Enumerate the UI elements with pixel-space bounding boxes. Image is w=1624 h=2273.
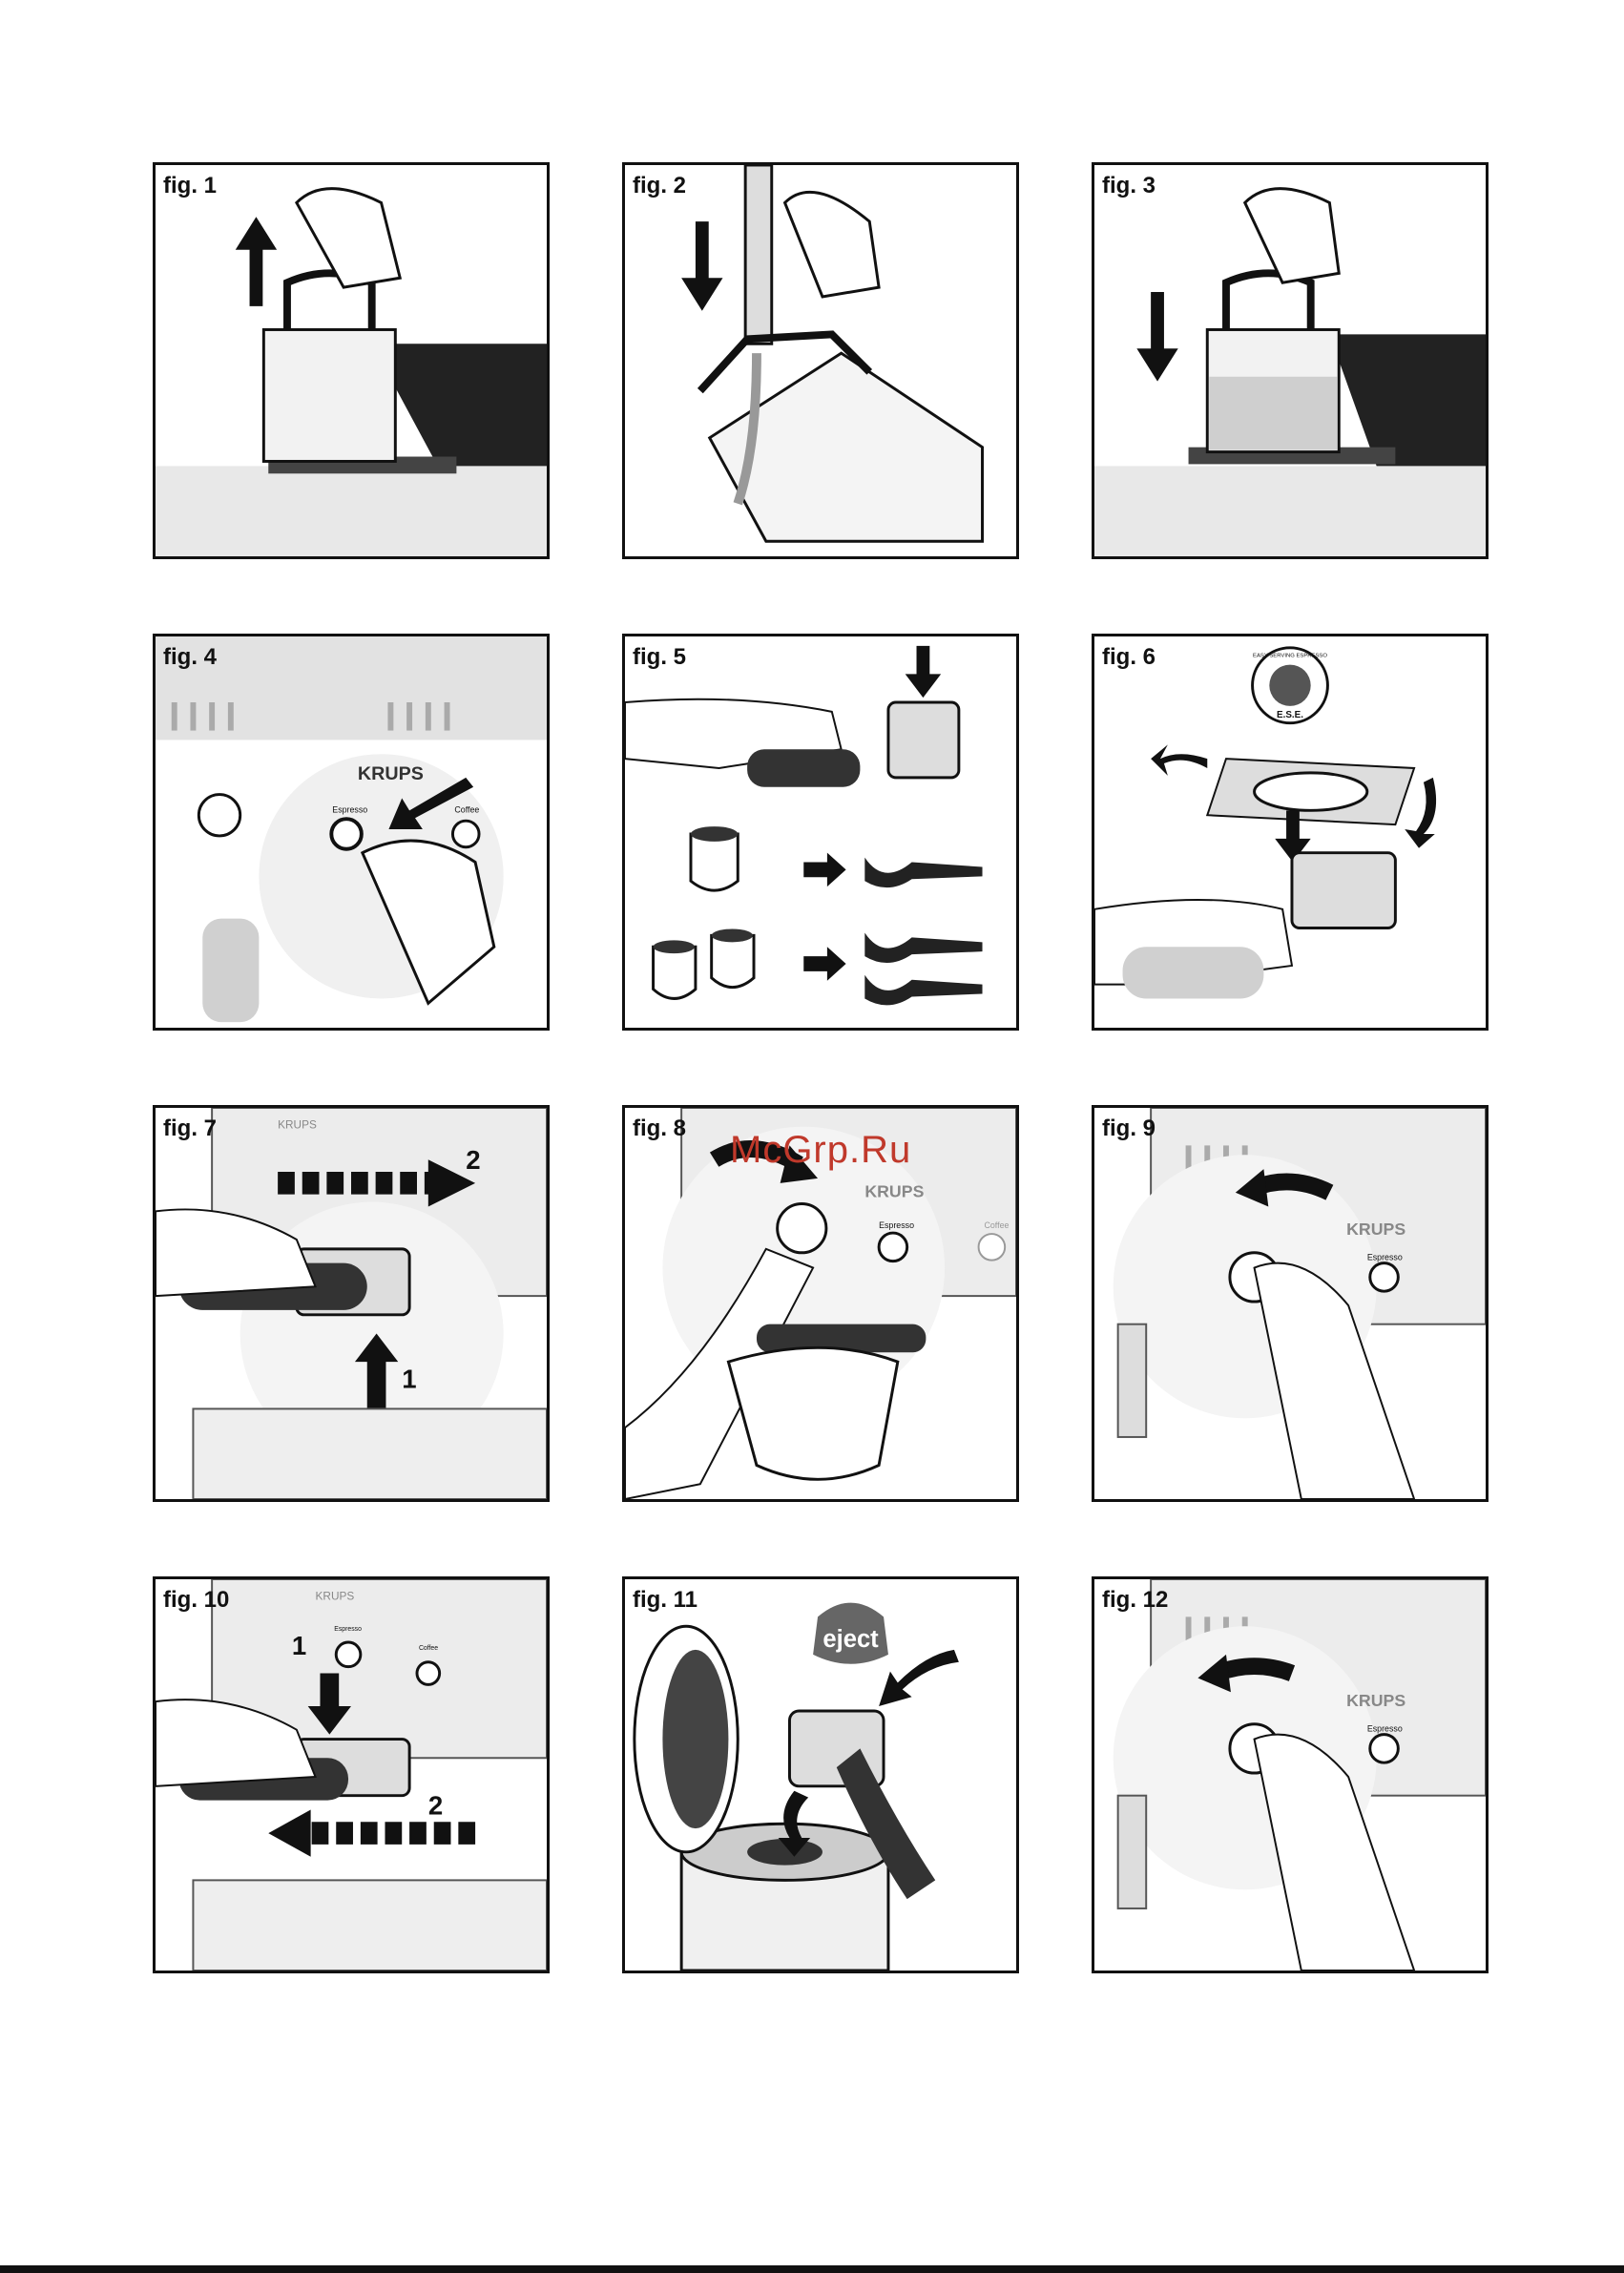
fig-label: fig. 1 <box>163 173 217 199</box>
bottom-rule <box>0 2265 1624 2273</box>
figure-1: fig. 1 <box>153 162 550 559</box>
espresso-label: Espresso <box>1367 1253 1403 1262</box>
fig12-illustration: KRUPS Espresso <box>1094 1579 1486 1971</box>
fig11-illustration: eject <box>625 1579 1016 1971</box>
fig-label: fig. 10 <box>163 1587 229 1614</box>
step-1-label: 1 <box>292 1631 306 1660</box>
fig-label: fig. 8 <box>633 1116 686 1142</box>
figure-10: KRUPS Espresso Coffee 1 2 fig. 10 <box>153 1576 550 1973</box>
fig4-illustration: KRUPS Espresso Coffee <box>156 636 547 1028</box>
figure-2: fig. 2 <box>622 162 1019 559</box>
figure-7: 2 KRUPS 1 fig. 7 <box>153 1105 550 1502</box>
step-2-label: 2 <box>466 1145 480 1175</box>
figure-11: eject fig. 11 <box>622 1576 1019 1973</box>
espresso-label: Espresso <box>1367 1724 1403 1734</box>
fig-label: fig. 6 <box>1102 644 1156 671</box>
coffee-label: Coffee <box>419 1645 438 1652</box>
fig-label: fig. 12 <box>1102 1587 1168 1614</box>
fig9-illustration: KRUPS Espresso <box>1094 1108 1486 1499</box>
fig3-illustration <box>1094 165 1486 556</box>
fig-label: fig. 7 <box>163 1116 217 1142</box>
brand-logo: KRUPS <box>864 1182 924 1201</box>
eject-label: eject <box>822 1626 879 1653</box>
step-1-label: 1 <box>402 1365 416 1394</box>
fig-label: fig. 9 <box>1102 1116 1156 1142</box>
watermark: McGrp.Ru <box>730 1129 911 1172</box>
figure-5: fig. 5 <box>622 634 1019 1031</box>
fig10-illustration: KRUPS Espresso Coffee 1 2 <box>156 1579 547 1971</box>
fig7-illustration: 2 KRUPS 1 <box>156 1108 547 1499</box>
coffee-label: Coffee <box>454 804 479 814</box>
figure-4: KRUPS Espresso Coffee fig. 4 <box>153 634 550 1031</box>
brand-logo: KRUPS <box>1346 1691 1405 1710</box>
brand-logo: KRUPS <box>1346 1220 1405 1239</box>
espresso-label: Espresso <box>332 804 367 814</box>
fig-label: fig. 11 <box>633 1587 697 1614</box>
fig-label: fig. 3 <box>1102 173 1156 199</box>
step-2-label: 2 <box>428 1790 443 1820</box>
fig6-illustration: E.S.E. EASY SERVING ESPRESSO <box>1094 636 1486 1028</box>
fig-label: fig. 4 <box>163 644 217 671</box>
figure-6: E.S.E. EASY SERVING ESPRESSO fig. 6 <box>1092 634 1489 1031</box>
brand-logo: KRUPS <box>316 1590 355 1603</box>
figure-9: KRUPS Espresso fig. 9 <box>1092 1105 1489 1502</box>
figure-12: KRUPS Espresso fig. 12 <box>1092 1576 1489 1973</box>
ese-abbr: E.S.E. <box>1277 710 1303 720</box>
fig-label: fig. 2 <box>633 173 686 199</box>
coffee-label: Coffee <box>984 1220 1009 1230</box>
brand-logo: KRUPS <box>358 763 424 784</box>
brand-logo: KRUPS <box>278 1118 317 1132</box>
fig2-illustration <box>625 165 1016 556</box>
ese-seal-text: EASY SERVING ESPRESSO <box>1253 654 1327 659</box>
fig1-illustration <box>156 165 547 556</box>
espresso-label: Espresso <box>334 1626 362 1633</box>
figure-3: fig. 3 <box>1092 162 1489 559</box>
espresso-label: Espresso <box>879 1220 914 1230</box>
fig5-illustration <box>625 636 1016 1028</box>
fig-label: fig. 5 <box>633 644 686 671</box>
